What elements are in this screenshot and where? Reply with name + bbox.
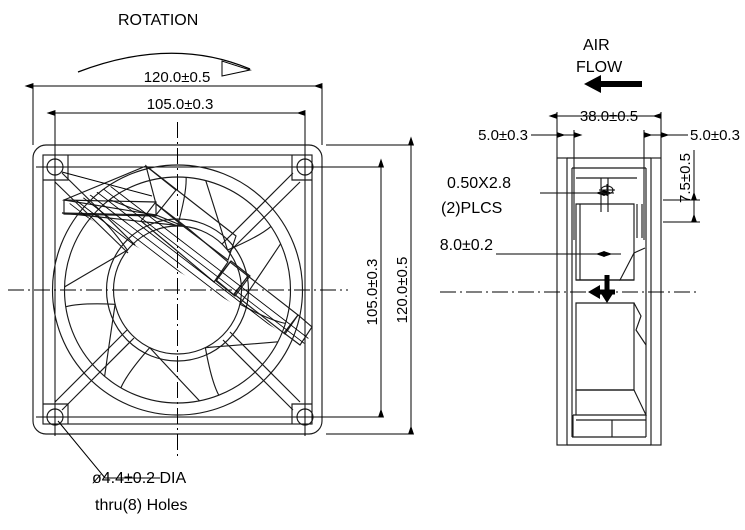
slot-note-line1: 0.50X2.8: [447, 175, 511, 192]
airflow-arrow-icon: [584, 75, 642, 93]
mounting-holes: [36, 148, 324, 436]
hole-note-line2: thru(8) Holes: [95, 497, 187, 514]
hole-note-line1: ø4.4±0.2 DIA: [92, 470, 186, 487]
dim-hub-offset: 0.50X2.8 8.0±0.2: [440, 237, 621, 258]
dim-hub-offset-label: 8.0±0.2: [440, 237, 493, 254]
dim-hole-pitch-vertical: 105.0±0.3: [310, 158, 385, 418]
dim-hole-pitch-vertical-text: 105.0±0.3: [364, 259, 381, 326]
dim-right-flange: 5.0±0.3: [643, 127, 740, 240]
dim-outer-width-text: 120.0±0.5: [144, 69, 211, 86]
slot-note: 0.50X2.8 (2)PLCS: [441, 175, 614, 217]
dim-right-flange-text: 5.0±0.3: [690, 127, 740, 144]
dim-hole-pitch-horizontal: 105.0±0.3: [46, 96, 306, 190]
side-view-group: AIR FLOW 38.0±0.5 5.0±0.3 5.0±0.3: [440, 37, 740, 446]
dim-hole-pitch-horizontal-text: 105.0±0.3: [147, 96, 214, 113]
slot-note-line2: (2)PLCS: [441, 200, 502, 217]
section-arrow-down-icon: [600, 275, 614, 303]
side-view-body: [556, 157, 662, 446]
rotation-arc-arrow-icon: [77, 52, 252, 77]
dim-total-depth-text: 38.0±0.5: [580, 108, 638, 125]
dim-outer-height: 120.0±0.5: [326, 136, 415, 435]
fan-ring-circle: [63, 176, 292, 404]
dim-left-flange: 5.0±0.3: [478, 127, 583, 240]
dim-total-depth: 38.0±0.5: [548, 108, 662, 160]
dim-left-flange-text: 5.0±0.3: [478, 127, 528, 144]
dim-vertical-offset: 7.5±0.5: [663, 150, 700, 223]
fan-outer-circle: [51, 164, 304, 416]
fan-impeller: [51, 164, 304, 416]
hole-note: ø4.4±0.2 DIA thru(8) Holes: [57, 420, 187, 514]
front-view-group: ROTATION 120.0±0.5 105.0±0.3 105.0±0.3: [8, 12, 415, 514]
dim-outer-width: 120.0±0.5: [24, 69, 323, 145]
fan-blades: [64, 177, 291, 403]
airflow-label-line1: AIR: [583, 37, 610, 54]
dim-vertical-offset-text: 7.5±0.5: [677, 153, 694, 203]
airflow-label-line2: FLOW: [576, 59, 623, 76]
dim-outer-height-text: 120.0±0.5: [394, 257, 411, 324]
hole-pitch-box: [54, 166, 306, 418]
fan-hub-outer: [105, 218, 250, 362]
rotation-label: ROTATION: [118, 12, 198, 29]
